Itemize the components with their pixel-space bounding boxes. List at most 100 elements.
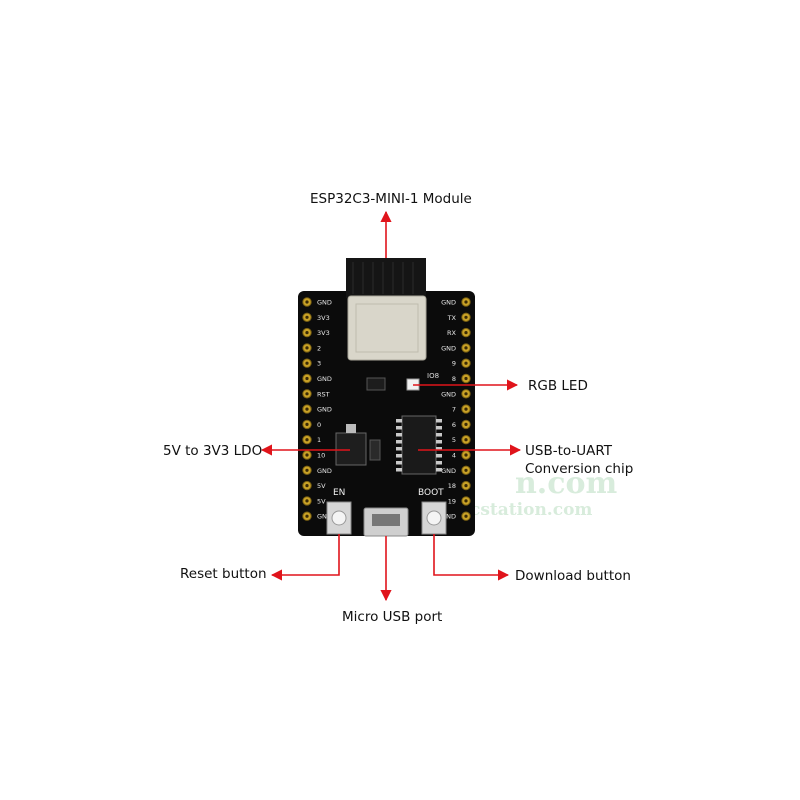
uart-chip-leg-right	[436, 461, 442, 465]
uart-chip-leg-left	[396, 426, 402, 430]
label-uart-line2: Conversion chip	[525, 461, 634, 477]
right-header-pin-hole	[464, 407, 468, 411]
transistor-component	[366, 377, 386, 391]
right-pin-label: 4	[452, 452, 456, 460]
left-pin-label: 2	[317, 344, 321, 352]
label-rgb-led: RGB LED	[528, 378, 588, 394]
boot-button-part	[421, 501, 447, 535]
left-header-pin-hole	[305, 361, 309, 365]
right-pin-label: GND	[441, 467, 456, 475]
left-header-pin-hole	[305, 484, 309, 488]
right-pin-label: GND	[441, 299, 456, 307]
left-header-pin-hole	[305, 300, 309, 304]
right-header-pin-hole	[464, 514, 468, 518]
right-header-pin-hole	[464, 361, 468, 365]
right-header-pin-hole	[464, 484, 468, 488]
left-header-pin-hole	[305, 499, 309, 503]
label-usb: Micro USB port	[342, 609, 443, 625]
right-header-pin-hole	[464, 346, 468, 350]
ldo-regulator	[335, 432, 367, 466]
uart-chip-leg-right	[436, 433, 442, 437]
right-header-pin-hole	[464, 300, 468, 304]
right-header-pin-hole	[464, 499, 468, 503]
left-pin-label: GND	[317, 513, 332, 521]
left-header-pin-hole	[305, 453, 309, 457]
boot-silkscreen: BOOT	[418, 488, 444, 498]
left-pin-label: 3V3	[317, 329, 330, 337]
left-header-pin-hole	[305, 514, 309, 518]
right-pin-label: 8	[452, 375, 456, 383]
left-pin-label: 5V	[317, 497, 326, 505]
left-pin-label: GND	[317, 299, 332, 307]
right-header-pin-hole	[464, 315, 468, 319]
label-reset: Reset button	[180, 566, 267, 582]
pcb-board	[298, 291, 475, 536]
uart-chip-leg-left	[396, 447, 402, 451]
left-pin-label: RST	[317, 390, 330, 398]
right-header-pin-hole	[464, 392, 468, 396]
right-pin-label: 6	[452, 421, 456, 429]
left-pin-label: 5V	[317, 482, 326, 490]
right-pin-label: TX	[447, 314, 457, 322]
left-header-pin-hole	[305, 376, 309, 381]
right-header-pin-hole	[464, 331, 468, 335]
uart-chip-leg-right	[436, 419, 442, 423]
uart-chip-leg-right	[436, 454, 442, 458]
label-ldo: 5V to 3V3 LDO	[163, 443, 263, 459]
right-header-pin-hole	[464, 453, 468, 457]
right-pin-label: 7	[452, 406, 456, 414]
left-header-pin-hole	[305, 331, 309, 335]
uart-chip-leg-left	[396, 461, 402, 465]
led-silkscreen: IO8	[427, 372, 439, 380]
module-antenna	[346, 258, 426, 298]
uart-chip-leg-left	[396, 419, 402, 423]
reset-button-part	[326, 501, 352, 535]
left-pin-label: 10	[317, 452, 325, 460]
label-download: Download button	[515, 568, 631, 584]
uart-chip-leg-right	[436, 447, 442, 451]
right-header-pin-hole	[464, 422, 468, 426]
left-pin-label: 3V3	[317, 314, 330, 322]
arrow-download	[433, 534, 510, 581]
right-pin-label: RX	[447, 329, 457, 337]
right-pin-label: 19	[448, 497, 456, 505]
left-pin-label: 1	[317, 436, 321, 444]
label-uart-line1: USB-to-UART	[525, 443, 613, 459]
left-header-pin-hole	[305, 468, 309, 472]
arrow-reset	[270, 534, 340, 581]
right-header-pin-hole	[464, 438, 468, 442]
left-header-pin-hole	[305, 346, 309, 350]
left-header-pin-hole	[305, 392, 309, 396]
right-pin-label: GND	[441, 344, 456, 352]
uart-chip-leg-right	[436, 468, 442, 472]
ldo-capacitor	[369, 439, 381, 461]
left-pin-label: 0	[317, 421, 321, 429]
uart-chip-leg-right	[436, 440, 442, 444]
left-header-pin-hole	[305, 315, 309, 319]
uart-chip-leg-right	[436, 426, 442, 430]
usb-uart-chip	[401, 415, 437, 475]
left-header-pin-hole	[305, 438, 309, 442]
right-pin-label: GND	[441, 513, 456, 521]
right-pin-label: 18	[448, 482, 456, 490]
right-header-pin-hole	[464, 376, 468, 381]
uart-chip-leg-left	[396, 454, 402, 458]
right-pin-label: 5	[452, 436, 456, 444]
right-pin-label: GND	[441, 390, 456, 398]
uart-chip-leg-left	[396, 433, 402, 437]
esp32c3-module-shield	[347, 295, 427, 361]
left-header-pin-hole	[305, 407, 309, 411]
left-pin-label: GND	[317, 406, 332, 414]
right-header-pin-hole	[464, 468, 468, 472]
uart-chip-leg-left	[396, 468, 402, 472]
uart-chip-leg-left	[396, 440, 402, 444]
left-pin-label: GND	[317, 467, 332, 475]
left-pin-label: 3	[317, 360, 321, 368]
left-header-pin-hole	[305, 422, 309, 426]
right-pin-label: 9	[452, 360, 456, 368]
